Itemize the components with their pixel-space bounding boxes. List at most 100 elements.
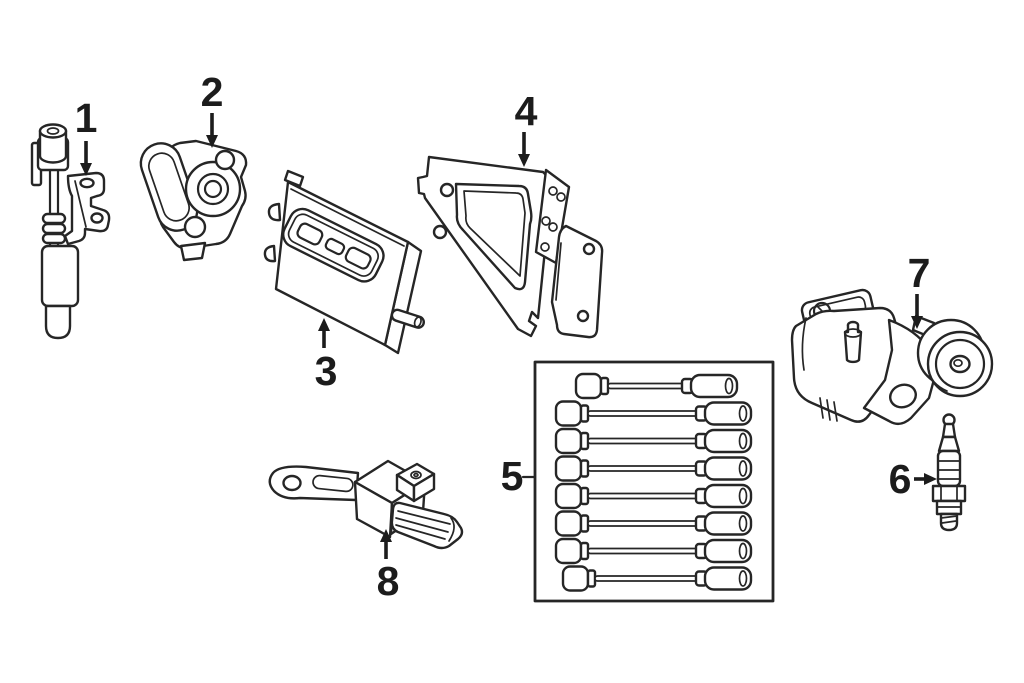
wire-collar xyxy=(579,404,590,423)
bolt-stub-collar xyxy=(844,328,862,338)
wire-collar xyxy=(579,431,590,451)
connector-slot xyxy=(344,246,372,270)
wire-boot xyxy=(703,566,753,591)
sensor-tip xyxy=(44,304,72,340)
wire-boot xyxy=(703,456,753,481)
spark-plug-wire-row xyxy=(554,482,753,510)
mounting-hole xyxy=(214,149,236,171)
wire-boot xyxy=(703,401,753,426)
hole xyxy=(548,222,558,232)
part-7-tensioner-pulley-drawing xyxy=(790,288,994,426)
pin-body xyxy=(390,308,425,329)
spark-plug-wire-row xyxy=(554,455,753,482)
wire-collar xyxy=(579,486,590,506)
pin-cap-line xyxy=(413,316,422,328)
boot-opening xyxy=(738,515,748,532)
part-5-wire-set-box xyxy=(533,360,775,603)
part-8-sensor-drawing xyxy=(268,459,464,550)
wire-cable xyxy=(587,437,699,445)
terminal-stem xyxy=(941,422,957,439)
wire-boot xyxy=(703,428,753,454)
callout-6-arrow-head xyxy=(924,473,937,485)
spark-plug-wire-row xyxy=(561,565,753,592)
part-6-spark-plug-drawing xyxy=(931,413,967,532)
wire-set-rows xyxy=(554,372,753,592)
connector-slot xyxy=(324,237,346,256)
ribbed-plug xyxy=(390,501,464,550)
connector-top-face xyxy=(38,123,68,139)
wire-collar xyxy=(579,514,590,533)
callout-5-number: 5 xyxy=(501,453,524,499)
callout-7-number: 7 xyxy=(908,250,931,296)
wire-boot xyxy=(703,511,753,536)
connector-top-hole xyxy=(46,127,60,135)
bracket-bend-line xyxy=(74,180,87,228)
hole xyxy=(548,186,558,196)
arm-hole xyxy=(889,383,917,409)
side-lug xyxy=(263,244,277,263)
port-band-outer xyxy=(282,207,385,283)
callout-2-number: 2 xyxy=(201,69,224,115)
callout-1-arrow-head xyxy=(80,163,92,176)
boot-opening xyxy=(724,377,734,395)
wire-collar xyxy=(599,376,610,396)
cutout-inner-echo xyxy=(463,190,526,277)
shaft-rib xyxy=(41,232,67,245)
boot-opening xyxy=(738,487,748,505)
wire-terminal-connector xyxy=(554,482,583,510)
connector-cylinder xyxy=(38,129,68,164)
connector-pin xyxy=(413,472,419,478)
sensor-body xyxy=(40,244,80,308)
thread-lines xyxy=(940,515,958,524)
callout-1-number: 1 xyxy=(75,95,98,141)
boot-opening xyxy=(738,570,748,587)
flange-holes xyxy=(540,186,566,252)
shaft-rib xyxy=(41,222,67,235)
port-band-inner xyxy=(287,213,380,277)
plate-hole xyxy=(439,182,455,198)
part-2-sensor-drawing xyxy=(139,139,248,262)
callout-8-arrow-head xyxy=(380,529,392,542)
boot-opening xyxy=(738,432,748,450)
plug-end-cap xyxy=(448,517,455,542)
bottom-tab xyxy=(179,241,207,262)
callout-4: 4 xyxy=(515,88,538,167)
connector-box-right xyxy=(412,472,436,503)
callout-4-arrow-head xyxy=(518,154,530,167)
hex-facet-lines xyxy=(940,485,958,502)
part-4-bracket-drawing xyxy=(416,155,604,339)
wire-terminal-connector xyxy=(554,455,583,482)
wire-terminal-connector xyxy=(554,510,583,537)
callout-6-number: 6 xyxy=(889,456,912,502)
center-bore xyxy=(203,179,223,199)
plate-hole xyxy=(432,224,448,240)
spark-plug-wire-row xyxy=(554,537,753,565)
vent-slots xyxy=(819,397,838,422)
plug-rib-lines xyxy=(395,510,451,540)
pulley-rim-groove xyxy=(934,338,986,390)
top-corner-tab xyxy=(283,169,305,188)
bracket-cutout xyxy=(454,182,533,291)
wire-boot xyxy=(703,483,753,509)
wire-set-border xyxy=(533,360,775,603)
wire-collar xyxy=(586,569,597,588)
callout-3: 3 xyxy=(315,318,337,394)
wire-terminal-connector xyxy=(554,537,583,565)
belt-groove-line xyxy=(928,375,948,392)
callout-3-arrow-head xyxy=(318,318,330,331)
wire-cable xyxy=(587,410,699,417)
side-pin xyxy=(390,308,425,329)
insulator-body xyxy=(936,449,962,488)
callout-6: 6 xyxy=(889,456,937,502)
sensor-body-front-face xyxy=(353,480,394,539)
hole xyxy=(541,216,551,226)
body-contour-line xyxy=(801,317,807,371)
part-3-control-module-drawing xyxy=(263,169,425,355)
wire-collar xyxy=(579,541,590,561)
wire-cable xyxy=(594,575,699,582)
callout-8-number: 8 xyxy=(377,558,400,604)
wire-terminal-connector xyxy=(574,372,603,400)
bracket-hole xyxy=(90,212,104,224)
